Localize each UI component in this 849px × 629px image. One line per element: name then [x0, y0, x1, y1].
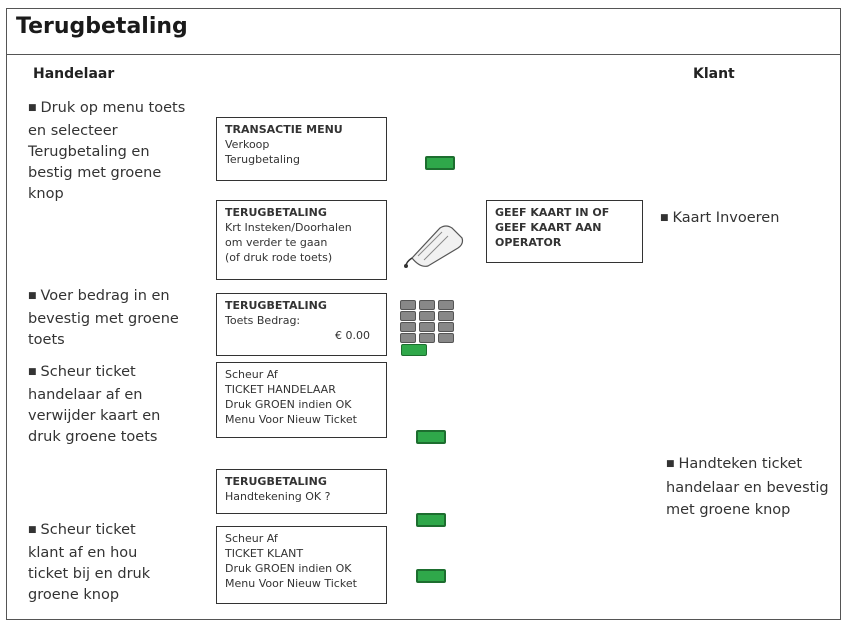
- screen-header: TERUGBETALING: [225, 206, 327, 219]
- screen-line: Druk GROEN indien OK: [225, 398, 352, 411]
- bullet-icon: ■: [28, 367, 37, 377]
- screen-header: TERUGBETALING: [225, 299, 327, 312]
- screen-line: (of druk rode toets): [225, 251, 333, 264]
- green-button-icon: [401, 344, 427, 356]
- step-line: Druk op menu toets: [40, 100, 186, 116]
- bullet-icon: ■: [666, 459, 675, 469]
- screen-line: om verder te gaan: [225, 236, 328, 249]
- screen-line: Menu Voor Nieuw Ticket: [225, 413, 357, 426]
- step-line: Voer bedrag in en: [40, 288, 170, 304]
- customer-step-insert-card: ■Kaart Invoeren: [660, 207, 779, 231]
- step-line: met groene knop: [666, 502, 791, 518]
- screen-line: Scheur Af: [225, 368, 278, 381]
- step-line: toets: [28, 332, 65, 348]
- screen-line: TICKET KLANT: [225, 547, 304, 560]
- merchant-header: Handelaar: [33, 66, 115, 82]
- step-line: handelaar af en: [28, 387, 143, 403]
- step-line: en selecteer: [28, 123, 118, 139]
- step-line: handelaar en bevestig: [666, 480, 829, 496]
- step-line: Terugbetaling en: [28, 144, 150, 160]
- bullet-icon: ■: [28, 291, 37, 301]
- customer-step-sign: ■Handteken ticket handelaar en bevestig …: [666, 453, 829, 521]
- green-button-icon: [416, 430, 446, 444]
- step-tear-merchant-ticket: ■Scheur ticket handelaar af en verwijder…: [28, 362, 160, 448]
- screen-line: Scheur Af: [225, 532, 278, 545]
- green-button-icon: [416, 569, 446, 583]
- slide-title: Terugbetaling: [16, 14, 188, 39]
- screen-merchant-ticket: Scheur Af TICKET HANDELAAR Druk GROEN in…: [216, 362, 387, 438]
- green-button-icon: [416, 513, 446, 527]
- step-line: Scheur ticket: [40, 364, 136, 380]
- screen-header: TERUGBETALING: [225, 475, 327, 488]
- screen-transaction-menu: TRANSACTIE MENU Verkoop Terugbetaling: [216, 117, 387, 181]
- step-select-refund: ■Druk op menu toets en selecteer Terugbe…: [28, 98, 185, 205]
- step-line: druk groene toets: [28, 429, 158, 445]
- screen-customer-terminal: GEEF KAART IN OF GEEF KAART AAN OPERATOR: [486, 200, 643, 263]
- screen-line: TICKET HANDELAAR: [225, 383, 336, 396]
- step-line: Handteken ticket: [678, 456, 803, 472]
- screen-line: OPERATOR: [495, 236, 562, 249]
- screen-header: TRANSACTIE MENU: [225, 123, 343, 136]
- step-tear-customer-ticket: ■Scheur ticket klant af en hou ticket bi…: [28, 520, 150, 606]
- step-line: knop: [28, 186, 64, 202]
- step-enter-amount: ■Voer bedrag in en bevestig met groene t…: [28, 286, 179, 351]
- step-line: Kaart Invoeren: [672, 210, 780, 226]
- screen-line: Menu Voor Nieuw Ticket: [225, 577, 357, 590]
- card-reader-icon: [404, 225, 464, 268]
- green-button-icon: [425, 156, 455, 170]
- step-line: ticket bij en druk: [28, 566, 151, 582]
- step-line: Scheur ticket: [40, 522, 136, 538]
- step-line: bevestig met groene: [28, 311, 179, 327]
- screen-enter-amount: TERUGBETALING Toets Bedrag: € 0.00: [216, 293, 387, 356]
- amount-value: € 0.00: [335, 329, 370, 342]
- screen-line: Terugbetaling: [225, 153, 300, 166]
- screen-customer-ticket: Scheur Af TICKET KLANT Druk GROEN indien…: [216, 526, 387, 604]
- screen-line: Druk GROEN indien OK: [225, 562, 352, 575]
- screen-line: Toets Bedrag:: [225, 314, 301, 327]
- screen-line: Krt Insteken/Doorhalen: [225, 221, 352, 234]
- step-line: groene knop: [28, 587, 120, 603]
- title-divider: [6, 54, 841, 55]
- screen-line: Handtekening OK ?: [225, 490, 331, 503]
- screen-line: Verkoop: [225, 138, 270, 151]
- screen-line: GEEF KAART AAN: [495, 221, 602, 234]
- step-line: verwijder kaart en: [28, 408, 161, 424]
- step-line: bestig met groene: [28, 165, 162, 181]
- bullet-icon: ■: [28, 525, 37, 535]
- screen-insert-card: TERUGBETALING Krt Insteken/Doorhalen om …: [216, 200, 387, 280]
- customer-header: Klant: [693, 66, 735, 82]
- slide-frame: [6, 8, 841, 620]
- screen-signature: TERUGBETALING Handtekening OK ?: [216, 469, 387, 514]
- bullet-icon: ■: [660, 213, 669, 223]
- screen-line: GEEF KAART IN OF: [495, 206, 610, 219]
- bullet-icon: ■: [28, 103, 37, 113]
- step-line: klant af en hou: [28, 545, 138, 561]
